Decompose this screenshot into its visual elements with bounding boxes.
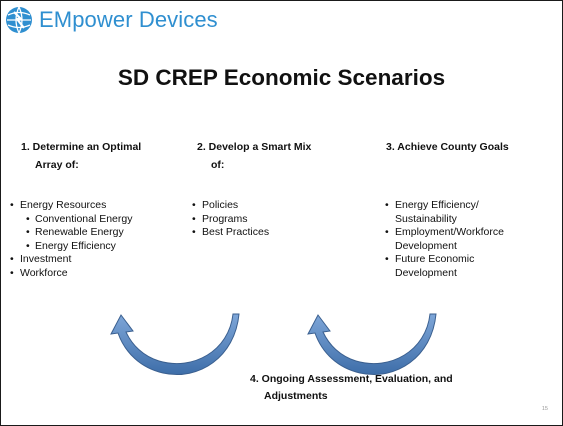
list-item: Programs: [192, 213, 269, 227]
list-item-line1: Future Economic: [395, 253, 475, 266]
list-item-line2: Development: [395, 239, 457, 252]
column-2-heading-line2: of:: [211, 159, 225, 171]
column-1-list: Energy Resources Conventional Energy Ren…: [10, 199, 132, 281]
column-1-heading-line2: Array of:: [35, 159, 79, 171]
list-item-line1: Employment/Workforce: [395, 226, 504, 239]
list-item: Workforce: [10, 267, 132, 281]
list-item-line1: Energy Efficiency/: [395, 199, 479, 211]
list-item-line2: Sustainability: [395, 212, 457, 225]
curved-arrow-left-icon: [110, 313, 240, 375]
step-4-heading: 4. Ongoing Assessment, Evaluation, and A…: [250, 371, 453, 405]
list-item: Energy Resources: [10, 199, 132, 213]
brand-name: EMpower Devices: [39, 7, 218, 32]
list-item: Conventional Energy: [10, 213, 132, 227]
brand-header: EMpower Devices: [5, 6, 218, 34]
list-item: Policies: [192, 199, 269, 213]
slide-number: 15: [541, 406, 548, 412]
column-1-heading-line1: 1. Determine an Optimal: [21, 141, 142, 153]
step-4-line2: Adjustments: [264, 390, 328, 402]
list-item: Investment: [10, 253, 132, 267]
column-3-list: Energy Efficiency/ Sustainability Employ…: [385, 199, 504, 281]
list-item: Best Practices: [192, 226, 269, 240]
slide-title: SD CREP Economic Scenarios: [117, 65, 446, 90]
globe-logo-icon: [6, 6, 32, 34]
column-1-heading: 1. Determine an Optimal Array of:: [21, 138, 141, 174]
column-2-heading: 2. Develop a Smart Mix of:: [197, 138, 311, 174]
list-item: Employment/Workforce Development: [385, 226, 504, 253]
list-item: Energy Efficiency: [10, 240, 132, 254]
column-3-heading-line1: 3. Achieve County Goals: [386, 141, 509, 153]
list-item-line2: Development: [395, 266, 457, 279]
list-item: Energy Efficiency/ Sustainability: [385, 199, 504, 226]
column-2-list: Policies Programs Best Practices: [192, 199, 269, 240]
list-item: Future Economic Development: [385, 253, 504, 280]
step-4-line1: 4. Ongoing Assessment, Evaluation, and: [250, 373, 453, 385]
curved-arrow-right-icon: [307, 313, 437, 375]
list-item: Renewable Energy: [10, 226, 132, 240]
column-3-heading: 3. Achieve County Goals: [386, 138, 509, 156]
column-2-heading-line1: 2. Develop a Smart Mix: [197, 141, 312, 153]
